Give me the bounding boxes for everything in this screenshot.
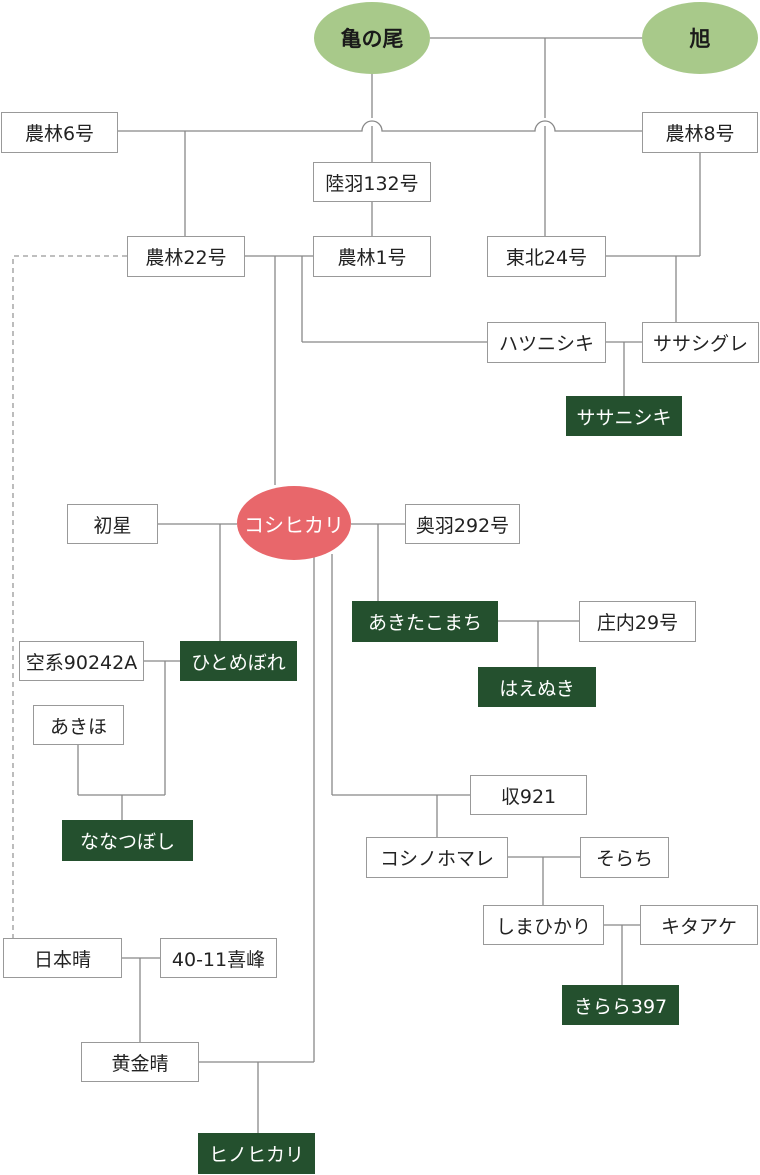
node-shu921: 収921 bbox=[470, 775, 587, 815]
node-rikuu132: 陸羽132号 bbox=[313, 162, 431, 202]
node-nanatsuboshi: ななつぼし bbox=[62, 820, 193, 861]
node-norin22: 農林22号 bbox=[127, 236, 245, 277]
node-kirara397: きらら397 bbox=[562, 985, 679, 1025]
node-shimahikari: しまひかり bbox=[483, 905, 604, 945]
node-haenuki: はえぬき bbox=[478, 667, 596, 707]
node-tohoku24: 東北24号 bbox=[487, 236, 606, 277]
node-kiho4011: 40-11喜峰 bbox=[160, 938, 277, 978]
node-akiho: あきほ bbox=[33, 705, 124, 745]
node-koshihikari: コシヒカリ bbox=[237, 486, 351, 560]
node-akitakomachi: あきたこまち bbox=[352, 601, 498, 642]
node-kitaake: キタアケ bbox=[640, 905, 758, 945]
node-norin6: 農林6号 bbox=[1, 112, 118, 153]
node-kamenoo: 亀の尾 bbox=[314, 2, 430, 74]
connector-line bbox=[118, 120, 642, 132]
node-sasanishiki: ササニシキ bbox=[566, 396, 682, 436]
node-sorachi: そらち bbox=[580, 837, 669, 878]
node-hatsunishiki: ハツニシキ bbox=[487, 322, 606, 363]
node-koganebare: 黄金晴 bbox=[81, 1042, 199, 1082]
dashed-connector-line bbox=[12, 255, 127, 938]
node-norin8: 農林8号 bbox=[642, 112, 758, 153]
node-norin1: 農林1号 bbox=[313, 236, 431, 277]
node-hinohikari: ヒノヒカリ bbox=[198, 1133, 315, 1174]
node-sasashigure: ササシグレ bbox=[642, 322, 759, 363]
node-kukei90242a: 空系90242A bbox=[19, 641, 144, 681]
node-ou292: 奥羽292号 bbox=[405, 504, 520, 544]
node-koshinohomare: コシノホマレ bbox=[366, 837, 508, 878]
node-hatsuboshi: 初星 bbox=[67, 504, 158, 544]
node-nihonbare: 日本晴 bbox=[3, 938, 122, 978]
node-hitomebore: ひとめぼれ bbox=[180, 641, 297, 681]
node-asahi: 旭 bbox=[642, 2, 758, 74]
node-shonai29: 庄内29号 bbox=[579, 601, 696, 642]
